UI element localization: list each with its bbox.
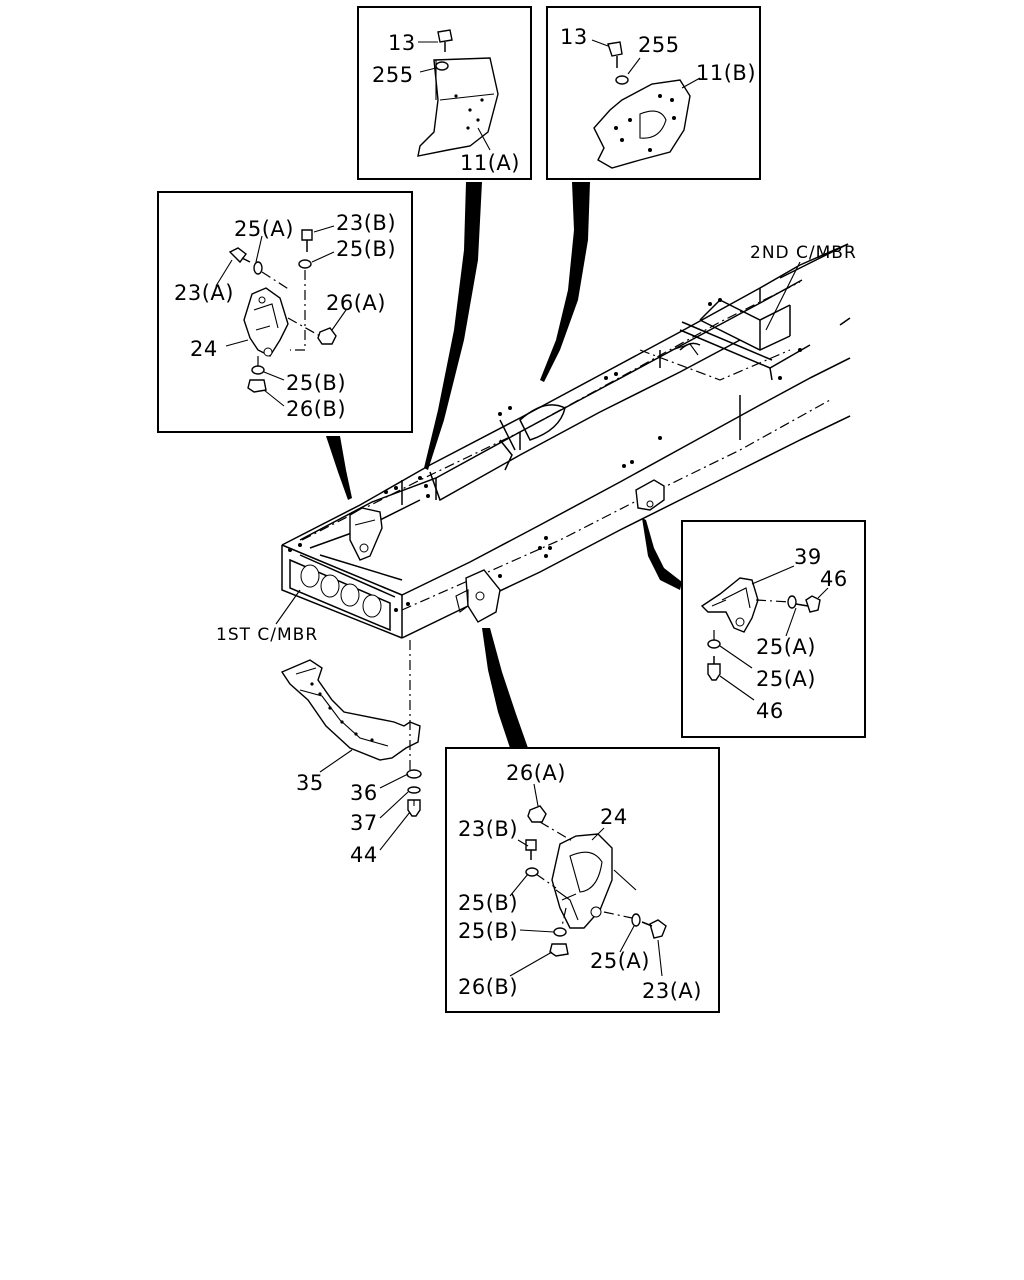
label-26a-left: 26(A) xyxy=(326,291,386,315)
label-25b-left-top: 25(B) xyxy=(336,237,396,261)
frame-holes xyxy=(288,298,802,612)
label-24-bottom: 24 xyxy=(600,805,628,829)
label-26a-bottom: 26(A) xyxy=(506,761,566,785)
label-44: 44 xyxy=(350,843,378,867)
label-13-a: 13 xyxy=(388,31,416,55)
label-46-bot: 46 xyxy=(756,699,784,723)
label-25b-bottom-top: 25(B) xyxy=(458,891,518,915)
label-23a-left: 23(A) xyxy=(174,281,234,305)
inset-left: 25(A) 23(B) 25(B) 23(A) 26(A) 24 25(B) 2… xyxy=(157,191,413,433)
label-25a-right-top: 25(A) xyxy=(756,635,816,659)
inset-top-a: 13 255 11(A) xyxy=(357,6,532,180)
wedge-left xyxy=(326,436,352,500)
label-37: 37 xyxy=(350,811,378,835)
label-25b-left-bot: 25(B) xyxy=(286,371,346,395)
label-2nd-cmbr: 2ND C/MBR xyxy=(750,243,857,263)
label-26b-left: 26(B) xyxy=(286,397,346,421)
label-35: 35 xyxy=(296,771,324,795)
frame-labels: 2ND C/MBR 1ST C/MBR xyxy=(216,243,857,645)
label-25a-left: 25(A) xyxy=(234,217,294,241)
callout-wedges xyxy=(326,182,682,748)
label-25a-right-bot: 25(A) xyxy=(756,667,816,691)
label-11a: 11(A) xyxy=(460,151,520,175)
label-39: 39 xyxy=(794,545,822,569)
wedge-bottom xyxy=(482,628,528,748)
inset-top-b: 13 255 11(B) xyxy=(546,6,761,180)
label-36: 36 xyxy=(350,781,378,805)
wedge-right xyxy=(642,518,682,590)
wedge-top-a xyxy=(424,182,482,470)
inset-bottom: 26(A) 24 23(B) 25(B) 25(B) 25(A) 26(B) 2… xyxy=(445,747,720,1013)
chassis-frame xyxy=(281,243,851,639)
label-255-a: 255 xyxy=(372,63,414,87)
label-26b-bottom: 26(B) xyxy=(458,975,518,999)
label-23a-bottom: 23(A) xyxy=(642,979,702,1003)
label-25b-bottom-bot: 25(B) xyxy=(458,919,518,943)
wedge-top-b xyxy=(540,182,590,382)
label-46-top: 46 xyxy=(820,567,848,591)
label-25a-bottom: 25(A) xyxy=(590,949,650,973)
under-labels: 35 36 37 44 xyxy=(296,749,411,867)
inset-right: 39 46 25(A) 25(A) 46 xyxy=(681,520,866,738)
label-1st-cmbr: 1ST C/MBR xyxy=(216,625,318,645)
label-23b-bottom: 23(B) xyxy=(458,817,518,841)
label-13-b: 13 xyxy=(560,25,588,49)
label-23b-left: 23(B) xyxy=(336,211,396,235)
crossmember-35 xyxy=(280,640,422,817)
label-24-left: 24 xyxy=(190,337,218,361)
label-11b: 11(B) xyxy=(696,61,756,85)
label-255-b: 255 xyxy=(638,33,680,57)
